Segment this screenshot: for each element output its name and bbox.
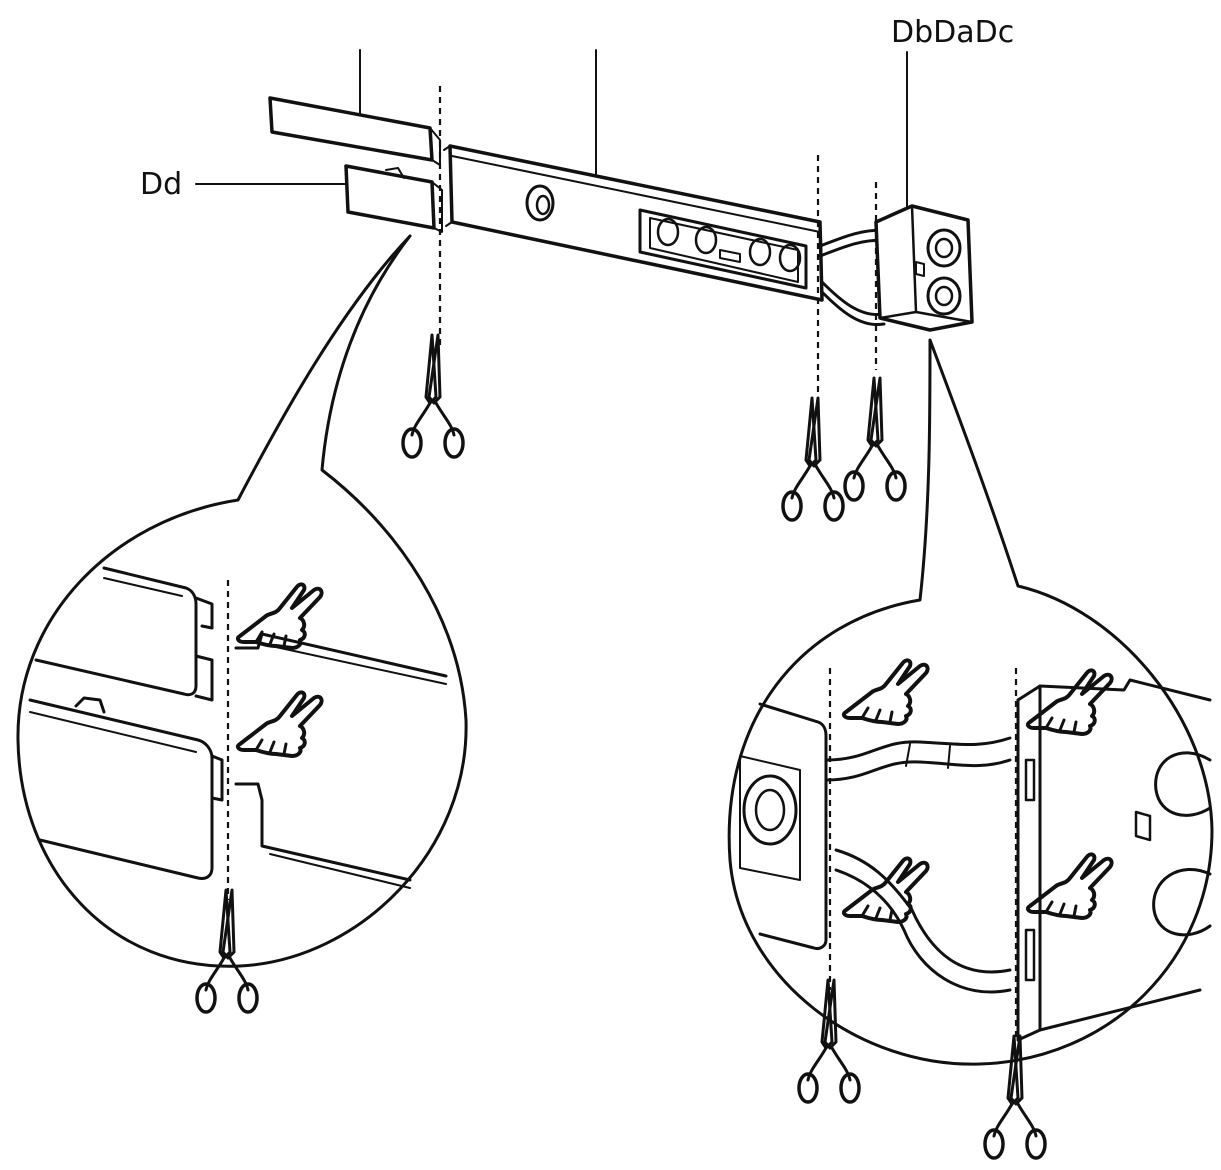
- scissors-icon: [781, 396, 845, 522]
- main-rail: [443, 144, 824, 302]
- part-label-top-right: DbDaDc: [891, 15, 1015, 50]
- scissors-icon: [401, 333, 465, 459]
- zoom-bubble-left: [16, 234, 468, 968]
- part-label-left: Dd: [140, 167, 183, 202]
- small-cover-plate: [344, 164, 443, 233]
- scissors-icon: [843, 376, 907, 502]
- left-zoom-detail: [28, 566, 448, 900]
- zoom-bubble-right: [727, 338, 1214, 1066]
- top-cover-plate: [268, 96, 441, 166]
- junction-box: [874, 204, 974, 332]
- wire-harness: [818, 228, 886, 327]
